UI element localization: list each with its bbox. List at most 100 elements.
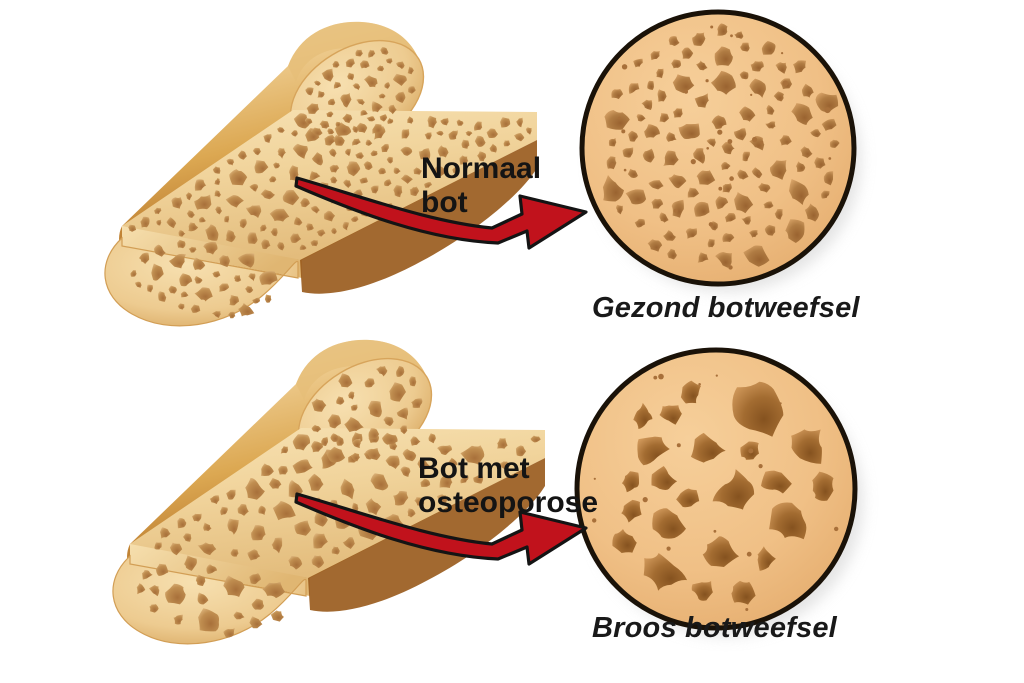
- arrow-shape-bottom: [294, 492, 588, 566]
- pore: [299, 244, 307, 251]
- pore: [696, 60, 708, 71]
- healthy-circle-outline: [579, 9, 857, 287]
- pore-dot: [782, 80, 789, 87]
- pore: [347, 72, 354, 81]
- pore: [262, 581, 286, 599]
- pore: [393, 167, 401, 174]
- pore: [460, 475, 469, 484]
- pore: [379, 114, 388, 122]
- pore: [385, 58, 393, 64]
- pore: [690, 432, 726, 463]
- pore: [184, 555, 197, 571]
- pore: [381, 143, 389, 153]
- pore: [271, 537, 283, 554]
- pore: [290, 233, 302, 244]
- pore: [260, 463, 274, 477]
- pore-dot: [710, 25, 714, 29]
- pore: [321, 436, 329, 446]
- pore: [343, 179, 352, 189]
- pore: [697, 252, 709, 263]
- pore: [263, 133, 272, 143]
- pore: [293, 216, 303, 226]
- pore: [342, 536, 355, 549]
- pore: [294, 520, 311, 536]
- pore: [277, 147, 286, 159]
- pore-dot: [745, 608, 749, 611]
- pore: [400, 146, 413, 156]
- pore: [758, 182, 771, 193]
- pore: [742, 151, 751, 162]
- pore: [377, 65, 385, 72]
- pore-dot: [717, 129, 723, 135]
- pore: [227, 518, 239, 535]
- pore: [749, 78, 766, 98]
- pore: [345, 148, 351, 157]
- pore: [311, 398, 327, 412]
- pore: [668, 36, 680, 46]
- pore: [800, 146, 813, 158]
- pore: [328, 148, 337, 158]
- pore: [625, 189, 647, 205]
- pore: [247, 549, 261, 561]
- pore: [249, 616, 263, 629]
- pore: [323, 210, 336, 222]
- brittle-tissue-closeup: [574, 347, 863, 636]
- pore: [644, 124, 660, 139]
- pore: [149, 604, 159, 613]
- pore: [389, 382, 406, 402]
- pore: [308, 473, 324, 491]
- pore: [409, 376, 417, 387]
- pore: [659, 405, 682, 425]
- pore: [393, 185, 403, 198]
- pore: [158, 291, 167, 302]
- pore: [226, 489, 236, 500]
- pore: [203, 241, 218, 255]
- pore: [214, 178, 221, 185]
- pore: [173, 614, 183, 625]
- pore: [399, 425, 408, 435]
- pore: [251, 598, 264, 610]
- pore: [229, 169, 248, 186]
- pore: [439, 473, 453, 488]
- pore: [411, 398, 423, 408]
- pore: [331, 546, 340, 555]
- pore: [245, 285, 254, 294]
- pore: [366, 116, 376, 122]
- pore: [651, 466, 678, 491]
- pore: [680, 380, 701, 404]
- annotation-normal-bone-line2: bot: [421, 185, 468, 219]
- pore: [413, 167, 422, 175]
- pore: [791, 429, 822, 464]
- pore: [671, 59, 681, 69]
- pore: [627, 168, 638, 178]
- pore: [604, 110, 630, 130]
- pore: [360, 60, 370, 69]
- pore: [254, 160, 269, 174]
- pore: [223, 628, 236, 638]
- pore: [345, 58, 355, 68]
- pore: [388, 104, 397, 115]
- pore: [352, 438, 361, 449]
- bone-rim-bottom: [130, 544, 310, 596]
- pore: [616, 204, 623, 215]
- pore: [460, 445, 485, 465]
- pore: [465, 130, 473, 137]
- pore: [643, 553, 688, 591]
- pore: [327, 98, 336, 106]
- pore: [402, 448, 417, 462]
- pore: [259, 271, 278, 286]
- pore: [336, 396, 345, 405]
- pore: [288, 556, 303, 570]
- bone-endcap-lower-left-top: [104, 236, 299, 327]
- pore: [130, 270, 137, 277]
- pore: [292, 143, 308, 159]
- pore: [436, 130, 444, 136]
- pore: [812, 471, 834, 501]
- pore: [147, 284, 153, 293]
- pore: [681, 47, 694, 59]
- pore: [310, 239, 318, 247]
- pore: [237, 150, 247, 160]
- pore: [249, 183, 259, 192]
- pore: [212, 166, 221, 174]
